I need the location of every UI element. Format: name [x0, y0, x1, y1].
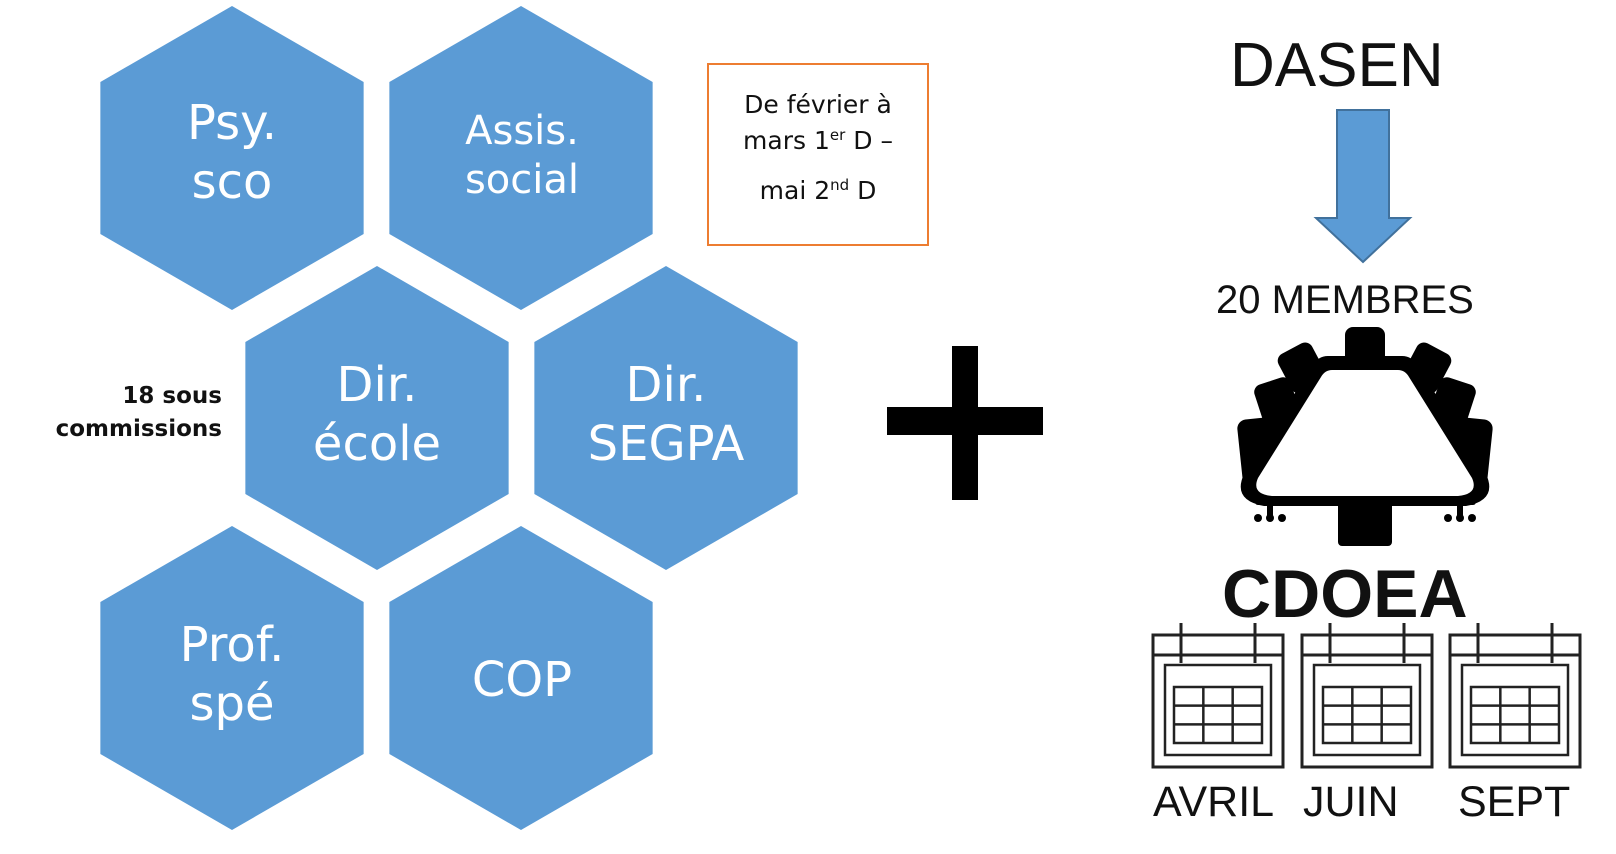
note-line-2-end: D – — [845, 126, 893, 155]
calendar-group — [1151, 623, 1582, 769]
sub-commissions-line-2: commissions — [55, 416, 222, 443]
hexagon-line: Dir. — [336, 357, 418, 413]
hexagon-line: Prof. — [179, 617, 285, 673]
conference-table-icon — [1237, 327, 1493, 546]
note-line-2-sup: er — [829, 126, 846, 144]
hexagon-line: SEGPA — [587, 415, 745, 472]
month-label-sept: SEPT — [1458, 778, 1571, 826]
note-line-3-end: D — [849, 176, 877, 205]
note-line-1: De février à — [744, 90, 892, 119]
hexagon-label-prof-spe: Prof. spé — [112, 616, 352, 733]
note-line-2: mars 1er D – — [709, 123, 927, 159]
hexagon-line: social — [464, 156, 580, 203]
hexagon-group — [100, 6, 798, 830]
date-note-box: De février à mars 1er D – mai 2nd D — [707, 63, 929, 246]
committee-label: CDOEA — [1222, 556, 1468, 632]
hexagon-dir-segpa — [534, 266, 798, 570]
month-label-juin: JUIN — [1303, 778, 1399, 826]
hexagon-prof-spe — [100, 526, 364, 830]
hexagon-cop — [389, 526, 653, 830]
plus-icon — [887, 346, 1043, 500]
hexagon-label-dir-ecole: Dir. école — [257, 356, 497, 473]
note-line-3-sup: nd — [830, 176, 850, 194]
hexagon-label-psy-sco: Psy. sco — [112, 94, 352, 211]
dasen-label: DASEN — [1230, 31, 1444, 100]
calendar-icon-sept — [1448, 623, 1582, 769]
hexagon-label-assis-social: Assis. social — [402, 107, 642, 205]
note-line-3: mai 2nd D — [709, 173, 927, 209]
hexagon-psy-sco — [100, 6, 364, 310]
month-label-avril: AVRIL — [1153, 778, 1275, 826]
hexagon-line: école — [312, 415, 442, 472]
hexagon-line: sco — [191, 153, 273, 210]
members-label: 20 MEMBRES — [1216, 278, 1474, 322]
hexagon-label-dir-segpa: Dir. SEGPA — [546, 356, 786, 473]
hexagon-dir-ecole — [245, 266, 509, 570]
note-line-3-text: mai 2 — [759, 176, 831, 205]
calendar-icon-juin — [1300, 623, 1434, 769]
sub-commissions-label: 18 sous commissions — [10, 380, 222, 447]
note-line-2-text: mars 1 — [743, 126, 830, 155]
sub-commissions-line-1: 18 sous — [122, 383, 222, 409]
hexagon-line: Assis. — [465, 108, 579, 154]
hexagon-line: Dir. — [625, 357, 707, 413]
hexagon-line: COP — [471, 652, 573, 708]
calendar-icon-avril — [1151, 623, 1285, 769]
hexagon-label-cop: COP — [402, 651, 642, 710]
hexagon-assis-social — [389, 6, 653, 310]
down-arrow-icon — [1313, 109, 1413, 264]
hexagon-line: Psy. — [187, 95, 277, 151]
hexagon-line: spé — [189, 675, 275, 732]
